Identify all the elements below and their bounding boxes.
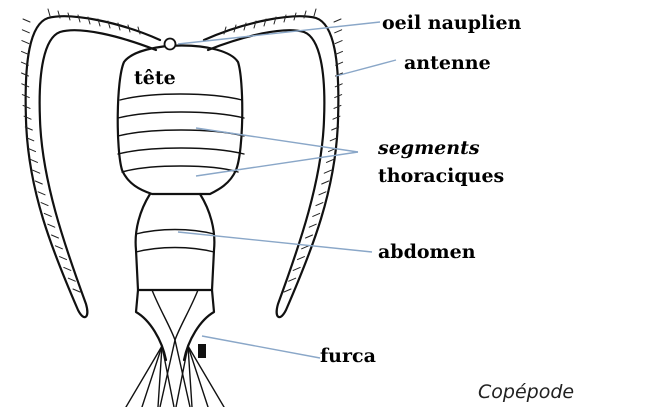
naupliar-eye xyxy=(165,39,176,50)
label-thoraciques: thoraciques xyxy=(378,165,504,187)
right-antenna xyxy=(204,9,343,317)
furca-mark xyxy=(198,344,206,358)
label-antenne: antenne xyxy=(404,52,491,74)
leader-segments-1 xyxy=(196,128,358,152)
label-tete: tête xyxy=(134,67,176,89)
left-antenna-hairs xyxy=(21,9,140,292)
furca-setae xyxy=(126,340,224,407)
leader-abdomen xyxy=(178,232,372,252)
left-antenna xyxy=(21,9,160,317)
right-antenna-hairs xyxy=(224,9,343,292)
thoracic-segments xyxy=(118,112,244,172)
leader-antenne xyxy=(336,60,396,76)
furca-body xyxy=(126,290,224,407)
cephalothorax xyxy=(118,39,243,195)
abdomen-body xyxy=(136,194,215,290)
label-furca: furca xyxy=(320,345,376,367)
label-oeil-nauplien: oeil nauplien xyxy=(382,12,522,34)
label-abdomen: abdomen xyxy=(378,241,476,263)
leader-oeil xyxy=(178,22,380,44)
caption-copepode: Copépode xyxy=(478,381,574,403)
leader-furca xyxy=(202,336,320,358)
label-segments: segments xyxy=(377,137,480,159)
